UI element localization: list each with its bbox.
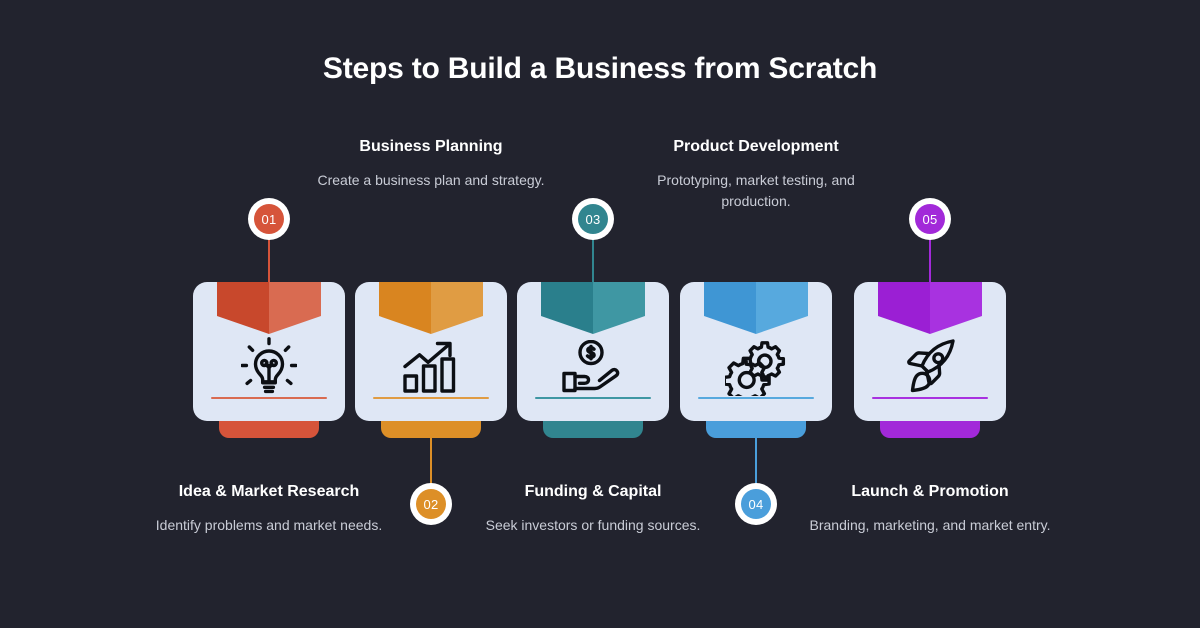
ribbon-banner	[537, 282, 649, 334]
step-card-01[interactable]	[193, 226, 345, 438]
gears-icon	[680, 334, 832, 400]
badge-number: 03	[578, 204, 608, 234]
step-description: Identify problems and market needs.	[155, 517, 383, 533]
ribbon-banner	[375, 282, 487, 334]
badge-number: 04	[741, 489, 771, 519]
step-title: Product Development	[673, 138, 839, 155]
connector-line	[755, 438, 757, 486]
rocket-icon	[854, 334, 1006, 400]
ribbon-banner	[700, 282, 812, 334]
ribbon-banner	[213, 282, 325, 334]
accent-hairline	[211, 397, 327, 399]
accent-hairline	[698, 397, 814, 399]
badge-number: 02	[416, 489, 446, 519]
step-card-05[interactable]	[854, 226, 1006, 438]
step-number-badge-02[interactable]: 02	[410, 483, 452, 525]
connector-line	[592, 226, 594, 282]
step-card-04[interactable]	[680, 282, 832, 486]
step-description: Seek investors or funding sources.	[485, 517, 701, 533]
step-description: Branding, marketing, and market entry.	[809, 517, 1051, 533]
step-title: Idea & Market Research	[178, 483, 360, 500]
ribbon-banner	[874, 282, 986, 334]
connector-line	[929, 226, 931, 282]
step-title: Launch & Promotion	[851, 483, 1009, 500]
step-number-badge-03[interactable]: 03	[572, 198, 614, 240]
steps-row	[0, 226, 1200, 486]
connector-line	[430, 438, 432, 486]
step-number-badge-05[interactable]: 05	[909, 198, 951, 240]
hand-with-coin-icon	[517, 334, 669, 400]
step-number-badge-01[interactable]: 01	[248, 198, 290, 240]
connector-line	[268, 226, 270, 282]
accent-hairline	[373, 397, 489, 399]
step-card-03[interactable]	[517, 226, 669, 438]
accent-hairline	[535, 397, 651, 399]
accent-hairline	[872, 397, 988, 399]
step-description: Create a business plan and strategy.	[317, 172, 545, 188]
step-title: Business Planning	[359, 138, 503, 155]
badge-number: 05	[915, 204, 945, 234]
growth-chart-icon	[355, 334, 507, 400]
step-title: Funding & Capital	[524, 483, 662, 500]
step-card-02[interactable]	[355, 282, 507, 486]
lightbulb-icon	[193, 334, 345, 400]
page-title: Steps to Build a Business from Scratch	[322, 52, 878, 85]
badge-number: 01	[254, 204, 284, 234]
step-number-badge-04[interactable]: 04	[735, 483, 777, 525]
step-description: Prototyping, market testing, and product…	[657, 172, 855, 209]
